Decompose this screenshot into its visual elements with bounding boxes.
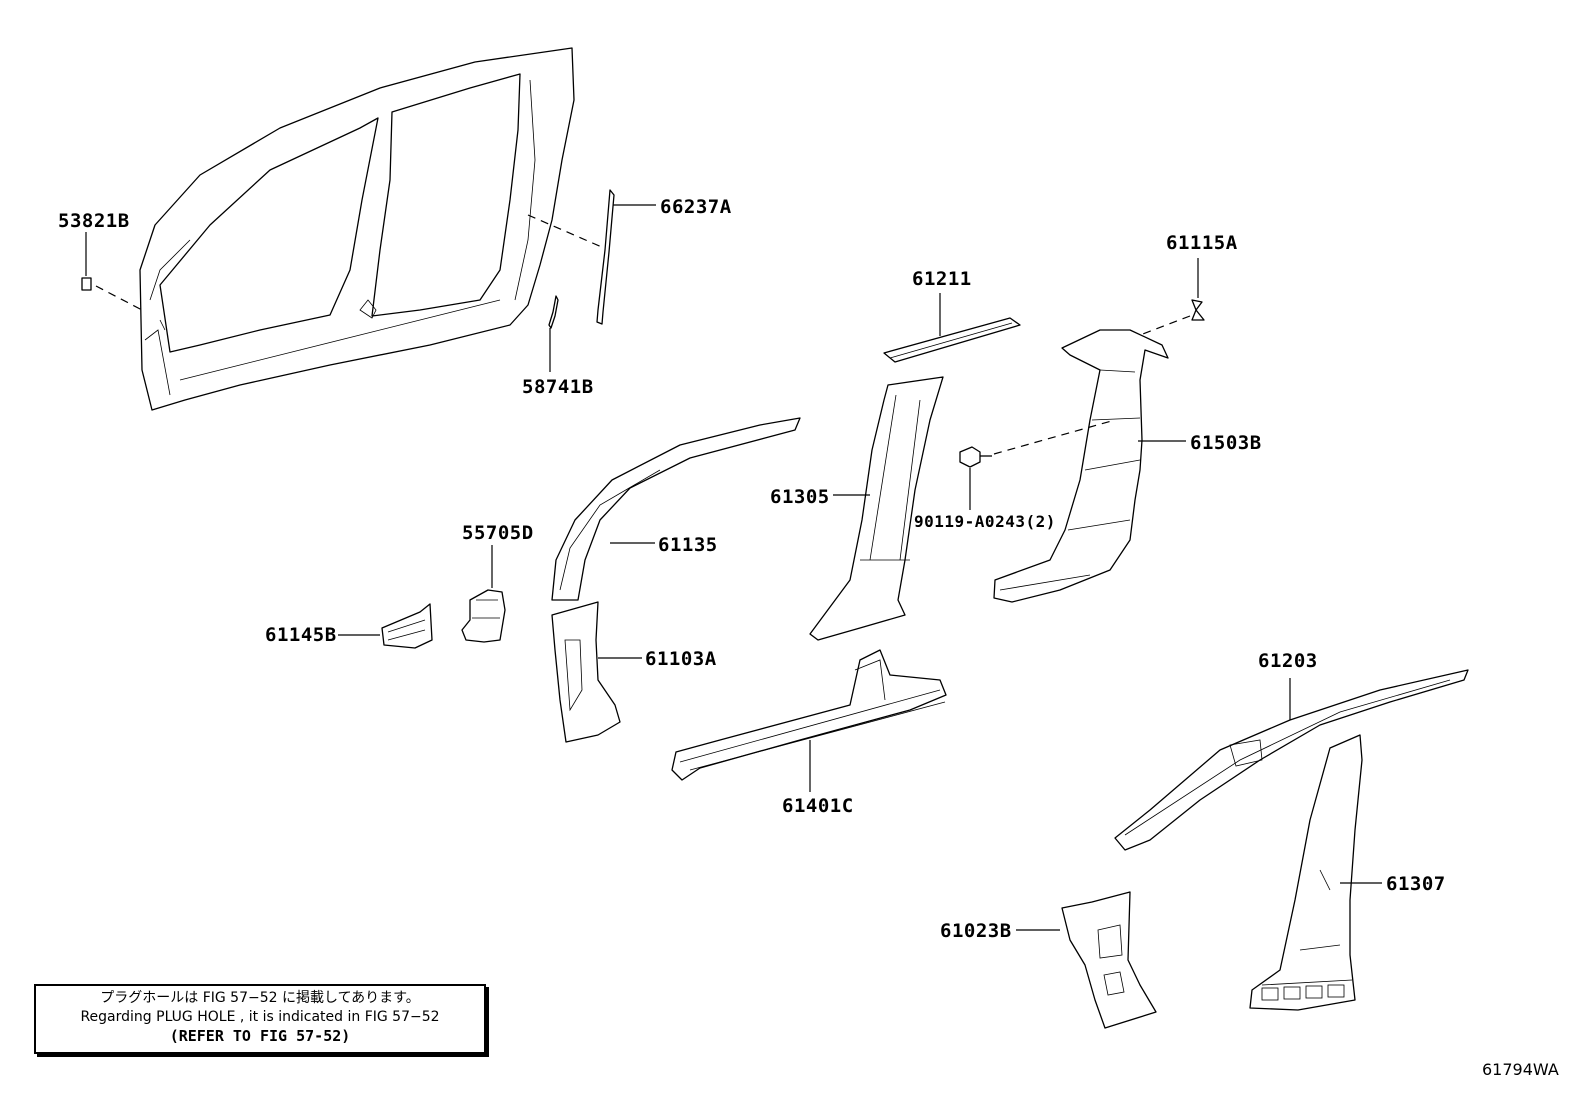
plug-hole-note: プラグホールは FIG 57−52 に掲載してあります。 Regarding P… [34, 984, 486, 1054]
label-66237A: 66237A [660, 196, 732, 218]
roof-rail-61211 [883, 317, 1021, 363]
figure-id: 61794WA [1482, 1060, 1559, 1079]
label-61211: 61211 [912, 268, 972, 290]
strip-58741B [548, 295, 559, 329]
label-90119: 90119-A0243(2) [914, 512, 1056, 531]
a-pillar-upper-61135 [551, 417, 801, 601]
label-61145B: 61145B [265, 624, 337, 646]
label-61115A: 61115A [1166, 232, 1238, 254]
rocker-sill-61401C [671, 649, 947, 781]
label-61103A: 61103A [645, 648, 717, 670]
bracket-61115A [1191, 299, 1205, 321]
label-61135: 61135 [658, 534, 718, 556]
a-pillar-lower-61103A [551, 601, 621, 743]
side-panel-outer-part [139, 47, 575, 411]
bolt-90119 [959, 446, 992, 468]
note-line-japanese: プラグホールは FIG 57−52 に掲載してあります。 [100, 990, 420, 1006]
bracket-61023B [1061, 891, 1157, 1029]
label-61023B: 61023B [940, 920, 1012, 942]
center-pillar-61503B [993, 329, 1169, 603]
note-line-refer: (REFER TO FIG 57-52) [169, 1027, 351, 1045]
label-61203: 61203 [1258, 650, 1318, 672]
pillar-inner-61307 [1249, 734, 1363, 1011]
bracket-61145B [381, 603, 433, 649]
label-58741B: 58741B [522, 376, 594, 398]
roof-side-inner-61203 [1114, 669, 1469, 851]
label-61305: 61305 [770, 486, 830, 508]
note-line-english: Regarding PLUG HOLE , it is indicated in… [80, 1009, 440, 1025]
label-61503B: 61503B [1190, 432, 1262, 454]
label-61307: 61307 [1386, 873, 1446, 895]
pillar-61305 [809, 376, 944, 641]
clip-53821B [81, 277, 92, 291]
label-55705D: 55705D [462, 522, 534, 544]
label-53821B: 53821B [58, 210, 130, 232]
weatherstrip-66237A [596, 189, 615, 325]
label-61401C: 61401C [782, 795, 854, 817]
bracket-55705D [461, 589, 506, 643]
